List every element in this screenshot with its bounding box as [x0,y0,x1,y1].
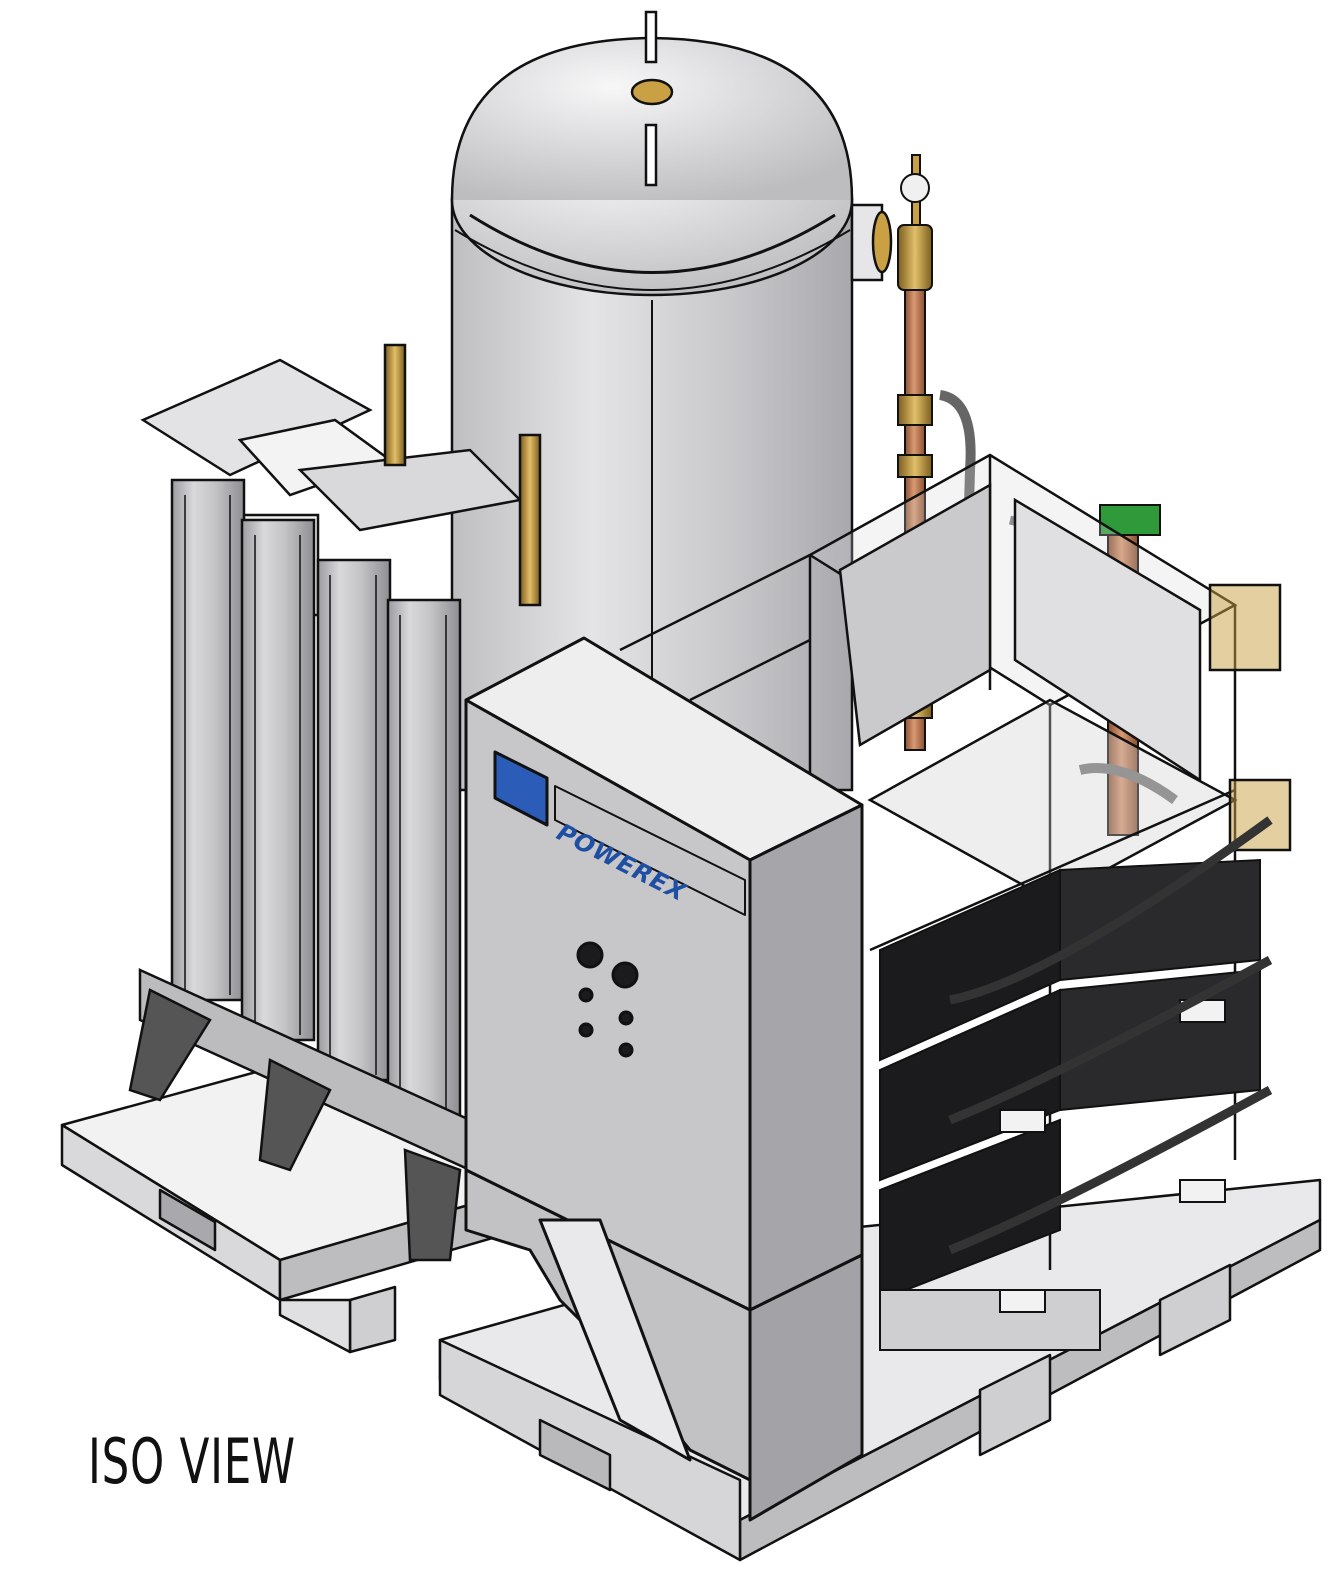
control-enclosure [464,636,864,1522]
desiccant-dryer-columns [128,343,542,1262]
view-caption: ISO VIEW [88,1425,296,1498]
vacuum-pumps [879,816,1273,1351]
